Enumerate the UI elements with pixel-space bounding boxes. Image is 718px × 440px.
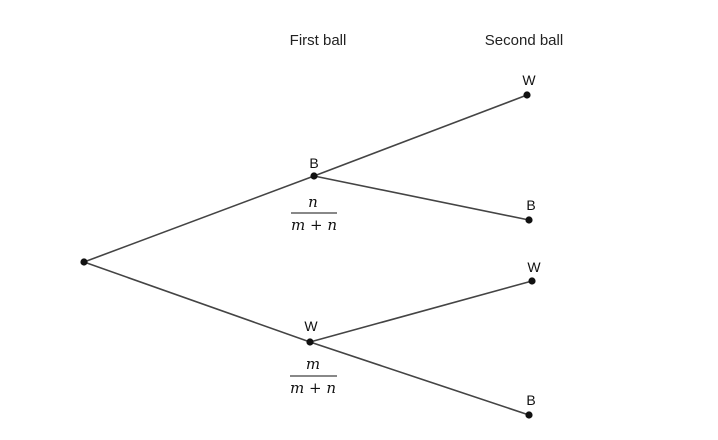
second-white-after-black-label: W [522,72,536,88]
first-white-label: W [304,318,318,334]
white-first-probability: m m + n [290,355,337,397]
branch-black-to-white [313,94,528,177]
black-first-denominator: m + n [291,216,337,234]
white-first-numerator: m [306,355,320,373]
second-white-after-white-node [528,277,536,285]
second-black-after-white-node [525,411,533,419]
second-black-after-black-label: B [526,197,535,213]
root-node [80,258,88,266]
first-ball-header: First ball [290,32,347,49]
black-first-probability: n m + n [291,193,337,234]
branch-white-to-black [309,341,530,416]
branch-root-to-black [83,175,315,263]
second-white-after-black-node [523,91,531,99]
second-black-after-white-label: B [526,392,535,408]
second-ball-header: Second ball [485,32,563,49]
second-black-after-black-node [525,216,533,224]
black-first-numerator: n [308,193,318,211]
first-black-node [310,172,318,180]
branch-root-to-white [83,261,311,343]
second-white-after-white-label: W [527,259,541,275]
first-black-label: B [309,155,318,171]
branch-white-to-white [309,280,533,343]
first-white-node [306,338,314,346]
branch-black-to-black [313,175,530,221]
white-first-denominator: m + n [290,379,336,397]
